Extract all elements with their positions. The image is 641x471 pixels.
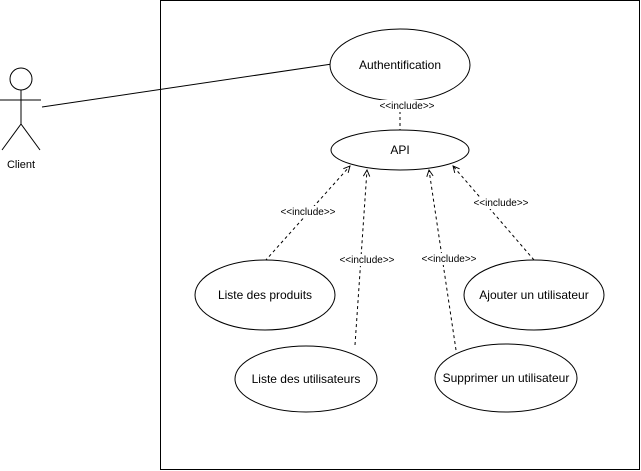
use-case-supprimer-utilisateur-shape bbox=[434, 343, 578, 413]
include-label-ajouter-api: <<include>> bbox=[469, 197, 533, 209]
include-label-utilisateurs-api-bg bbox=[335, 254, 399, 266]
use-case-supprimer-utilisateur[interactable]: Supprimer un utilisateur bbox=[434, 343, 578, 413]
include-label-utilisateurs-api: <<include>> bbox=[335, 254, 399, 266]
use-case-authentification-label: Authentification bbox=[359, 58, 441, 72]
use-case-api[interactable]: API bbox=[330, 129, 470, 171]
include-utilisateurs-api-line bbox=[354, 170, 367, 346]
include-label-produits-api: <<include>> bbox=[276, 206, 340, 218]
include-label-supprimer-api-text: <<include>> bbox=[421, 254, 476, 265]
use-case-liste-produits[interactable]: Liste des produits bbox=[194, 259, 336, 331]
actor-label: Client bbox=[7, 159, 35, 171]
use-case-liste-utilisateurs[interactable]: Liste des utilisateurs bbox=[234, 345, 378, 413]
use-case-liste-produits-shape bbox=[194, 259, 336, 331]
include-label-produits-api-text: <<include>> bbox=[280, 207, 335, 218]
use-case-supprimer-utilisateur-label: Supprimer un utilisateur bbox=[443, 371, 570, 385]
include-label-ajouter-api-text: <<include>> bbox=[473, 198, 528, 209]
include-label-ajouter-api-bg bbox=[469, 197, 533, 209]
use-case-ajouter-utilisateur-label: Ajouter un utilisateur bbox=[479, 288, 588, 302]
actor-client[interactable] bbox=[0, 67, 41, 151]
use-case-liste-utilisateurs-label: Liste des utilisateurs bbox=[252, 372, 361, 386]
include-label-auth-api-text: <<include>> bbox=[379, 101, 434, 112]
include-label-auth-api: <<include>> bbox=[375, 100, 439, 112]
use-case-ajouter-utilisateur[interactable]: Ajouter un utilisateur bbox=[463, 259, 605, 331]
include-ajouter-api-line bbox=[453, 166, 535, 261]
use-case-api-label: API bbox=[390, 143, 409, 157]
include-label-supprimer-api: <<include>> bbox=[417, 253, 481, 265]
include-label-utilisateurs-api-text: <<include>> bbox=[339, 255, 394, 266]
include-label-produits-api-bg bbox=[276, 206, 340, 218]
actor-right-leg bbox=[20, 123, 41, 151]
actor-head bbox=[9, 67, 33, 91]
use-case-liste-produits-label: Liste des produits bbox=[218, 288, 312, 302]
include-label-supprimer-api-bg bbox=[417, 253, 481, 265]
use-case-authentification[interactable]: Authentification bbox=[329, 28, 471, 102]
actor-left-leg bbox=[1, 123, 22, 151]
association-client-auth bbox=[41, 63, 333, 108]
use-case-ajouter-utilisateur-shape bbox=[463, 259, 605, 331]
use-case-api-shape bbox=[330, 129, 470, 171]
include-label-auth-api-bg bbox=[375, 100, 439, 112]
use-case-liste-utilisateurs-shape bbox=[234, 345, 378, 413]
